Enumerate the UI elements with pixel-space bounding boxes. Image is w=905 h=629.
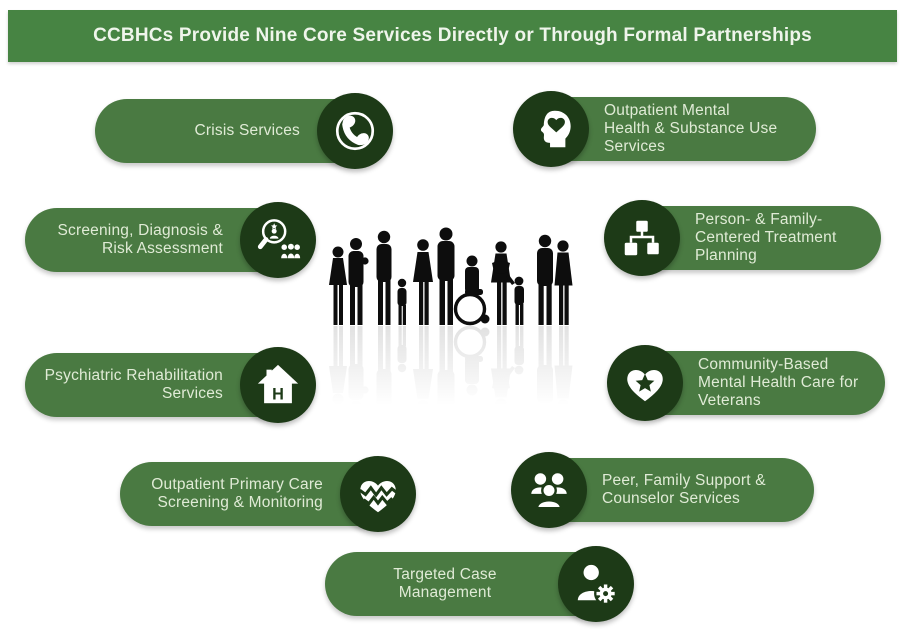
service-label: Targeted Case Management: [393, 566, 497, 601]
service-pill-veterans-care: Community-Based Mental Health Care for V…: [607, 345, 885, 421]
service-pill-psychiatric-rehabilitation: Psychiatric Rehabilitation Services H: [25, 347, 316, 423]
person-gear-icon: [558, 546, 634, 622]
service-label: Peer, Family Support & Counselor Service…: [602, 472, 766, 507]
people-silhouette-image: [324, 219, 590, 431]
service-label: Person- & Family- Centered Treatment Pla…: [695, 211, 837, 264]
page-title: CCBHCs Provide Nine Core Services Direct…: [93, 25, 812, 46]
heart-star-icon: [607, 345, 683, 421]
service-label: Crisis Services: [194, 122, 300, 140]
org-chart-icon: [604, 200, 680, 276]
service-label: Psychiatric Rehabilitation Services: [44, 367, 223, 402]
heart-pulse-icon: [340, 456, 416, 532]
magnifier-person-icon: [240, 202, 316, 278]
svg-text:H: H: [272, 385, 284, 403]
service-pill-screening-diagnosis: Screening, Diagnosis & Risk Assessment: [25, 202, 316, 278]
people-group-icon: [511, 452, 587, 528]
service-label: Outpatient Primary Care Screening & Moni…: [151, 476, 323, 511]
service-pill-outpatient-mental-health: Outpatient Mental Health & Substance Use…: [513, 91, 816, 167]
service-pill-peer-family-support: Peer, Family Support & Counselor Service…: [511, 452, 814, 528]
telephone-handset-icon: [317, 93, 393, 169]
service-pill-primary-care-screening: Outpatient Primary Care Screening & Moni…: [120, 456, 416, 532]
house-h-icon: H: [240, 347, 316, 423]
service-label: Screening, Diagnosis & Risk Assessment: [57, 222, 223, 257]
service-pill-person-family-planning: Person- & Family- Centered Treatment Pla…: [604, 200, 881, 276]
service-label: Outpatient Mental Health & Substance Use…: [604, 102, 778, 155]
service-pill-targeted-case-management: Targeted Case Management: [325, 546, 634, 622]
service-pill-crisis-services: Crisis Services: [95, 93, 393, 169]
head-with-heart-icon: [513, 91, 589, 167]
title-banner: CCBHCs Provide Nine Core Services Direct…: [8, 10, 897, 62]
service-label: Community-Based Mental Health Care for V…: [698, 356, 859, 409]
